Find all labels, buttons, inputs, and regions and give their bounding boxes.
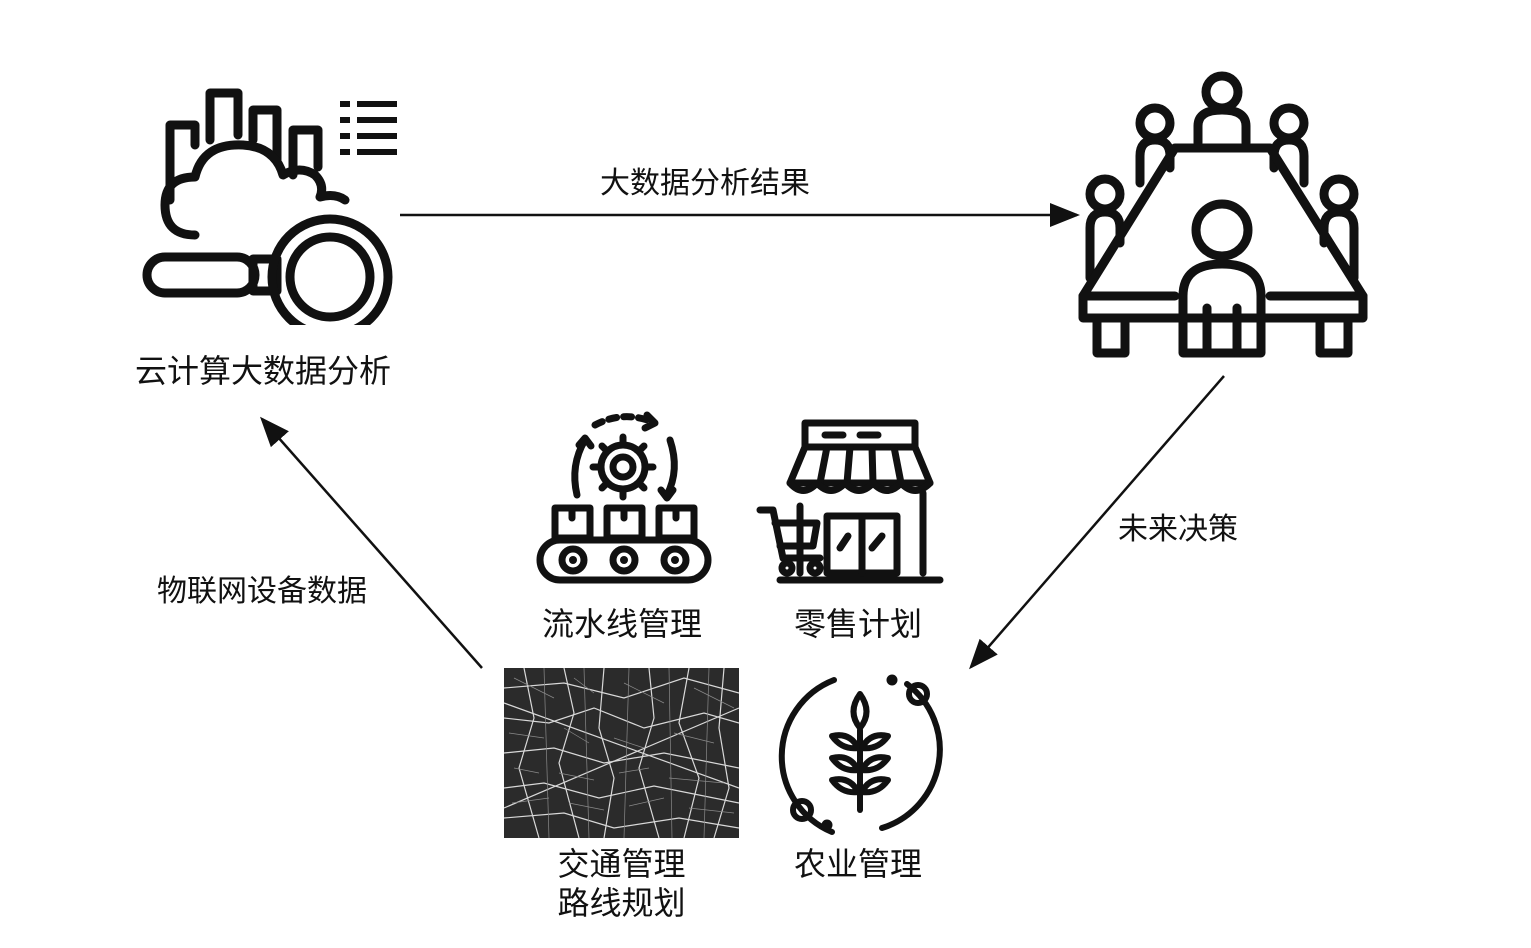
cloud-analytics-icon bbox=[142, 88, 397, 325]
arrow-traffic-to-analysis bbox=[260, 416, 483, 669]
traffic-label-line1: 交通管理 bbox=[557, 845, 686, 883]
storefront-cart-icon bbox=[756, 419, 944, 584]
wheat-cycle-icon bbox=[778, 674, 943, 835]
retail-plan-label: 零售计划 bbox=[794, 605, 923, 643]
edge-label-future-decision: 未来决策 bbox=[1118, 512, 1238, 547]
cloud-analysis-label: 云计算大数据分析 bbox=[135, 352, 392, 390]
assembly-line-label: 流水线管理 bbox=[542, 605, 703, 643]
edge-label-iot-data: 物联网设备数据 bbox=[157, 574, 367, 609]
conveyor-gear-icon bbox=[536, 411, 712, 584]
edge-label-analysis-result: 大数据分析结果 bbox=[600, 166, 810, 201]
meeting-table-icon bbox=[1078, 71, 1368, 358]
arrow-meeting-to-agriculture bbox=[969, 375, 1225, 670]
street-map-image bbox=[504, 668, 739, 838]
traffic-label-line2: 路线规划 bbox=[557, 884, 686, 922]
agriculture-label: 农业管理 bbox=[794, 845, 923, 883]
